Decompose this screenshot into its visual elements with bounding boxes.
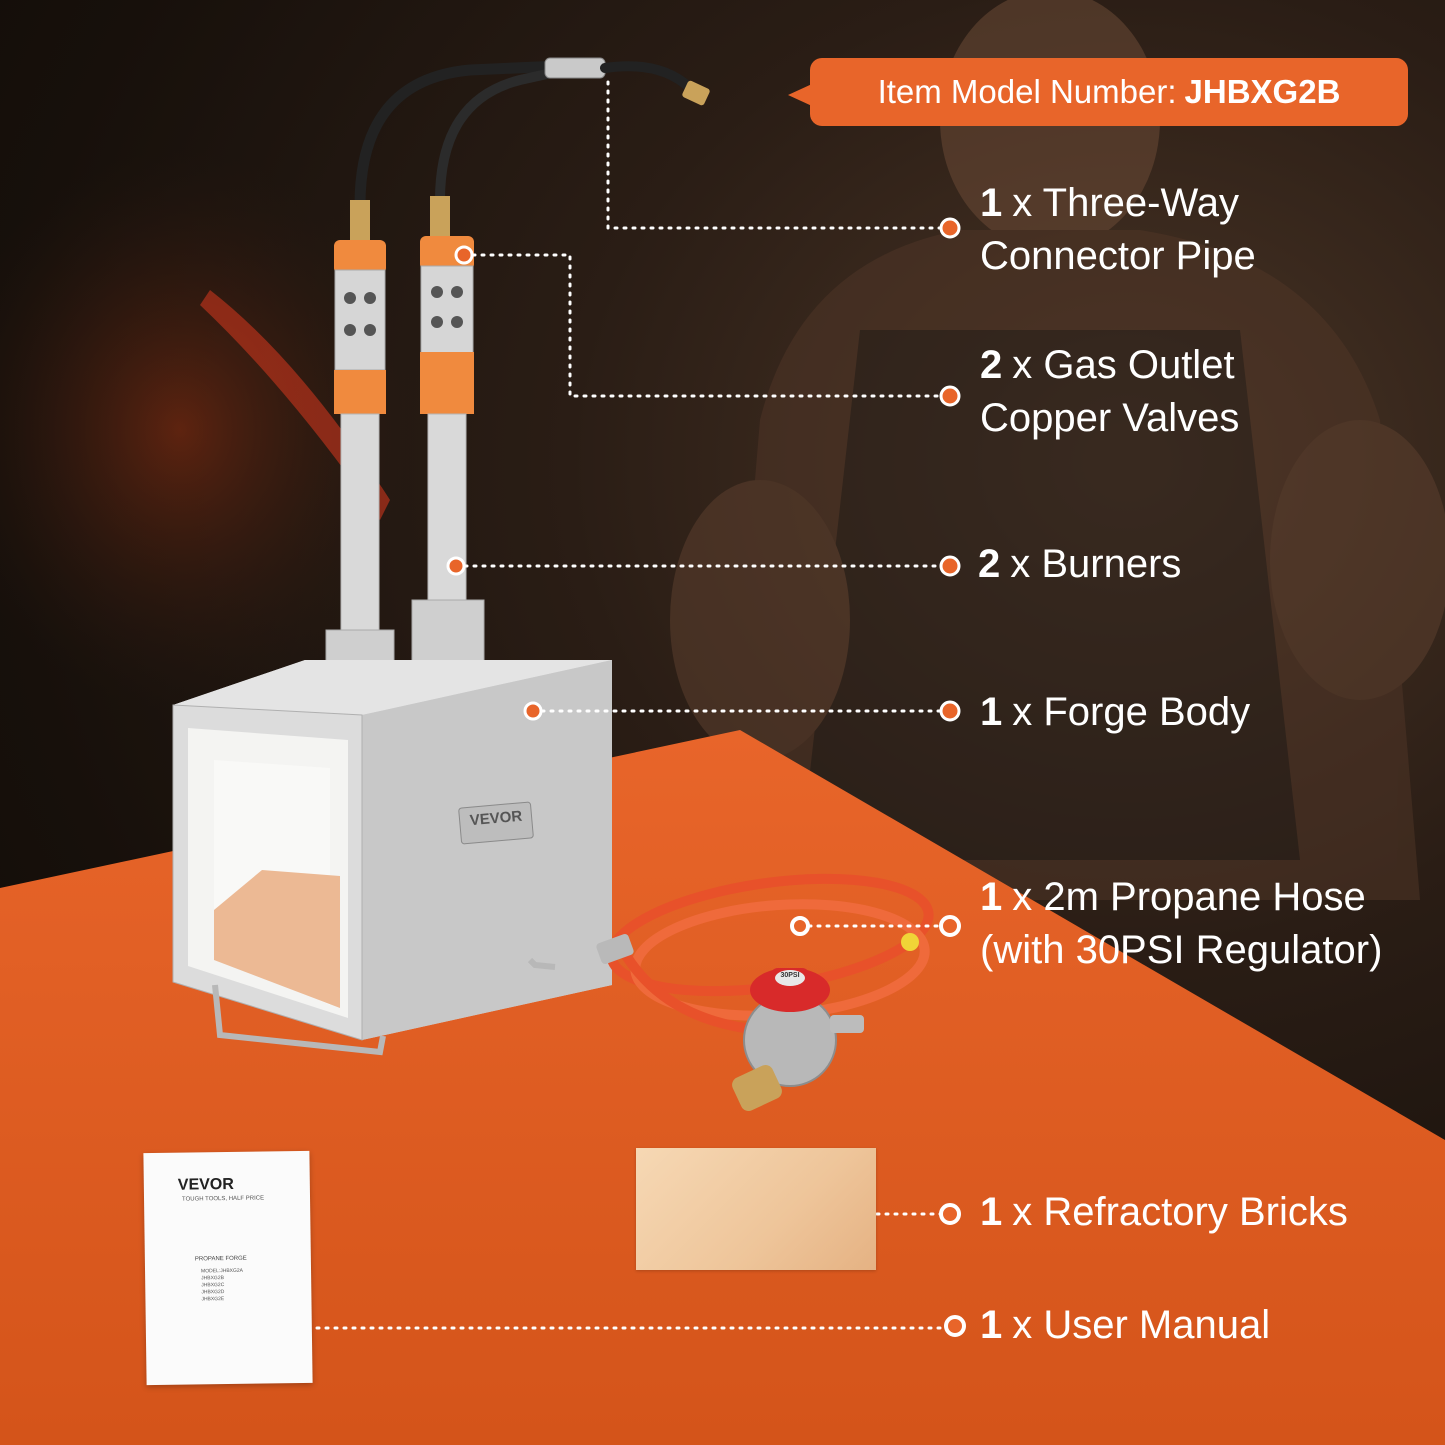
item-text: x Gas Outlet	[1012, 343, 1235, 387]
item-text: x Burners	[1010, 542, 1182, 586]
item-text-line2: Copper Valves	[980, 396, 1240, 440]
qty: 2	[978, 542, 1001, 586]
qty: 1	[980, 1303, 1003, 1347]
manual-model-item: JHBXG2E	[201, 1296, 225, 1303]
regulator	[732, 968, 864, 1111]
model-number-label: Item Model Number:	[877, 73, 1177, 110]
item-text: x 2m Propane Hose	[1012, 875, 1366, 919]
item-text: x Three-Way	[1012, 181, 1239, 225]
regulator-badge: 30PSI	[775, 972, 805, 979]
forge-body	[172, 660, 612, 1056]
qty: 2	[980, 343, 1003, 387]
three-way-connector-pipe	[350, 57, 710, 240]
model-number-banner: Item Model Number: JHBXG2B	[788, 58, 1408, 126]
item-text: x Refractory Bricks	[1012, 1190, 1348, 1234]
item-text-line2: (with 30PSI Regulator)	[980, 928, 1383, 972]
burner-left	[325, 240, 395, 711]
qty: 1	[980, 181, 1003, 225]
user-manual-booklet: VEVOR TOUGH TOOLS, HALF PRICE PROPANE FO…	[143, 1150, 313, 1386]
qty: 1	[980, 1190, 1003, 1234]
manual-model-list: MODEL:JHBXG2A JHBXG2B JHBXG2C JHBXG2D JH…	[201, 1268, 243, 1304]
refractory-brick	[636, 1148, 876, 1270]
item-text: x Forge Body	[1012, 690, 1251, 734]
qty: 1	[980, 690, 1003, 734]
qty: 1	[980, 875, 1003, 919]
manual-tagline: TOUGH TOOLS, HALF PRICE	[181, 1195, 265, 1203]
manual-title: PROPANE FORGE	[194, 1255, 247, 1263]
item-text: x User Manual	[1012, 1303, 1271, 1347]
blacksmith-silhouette	[670, 0, 1445, 900]
manual-brand: VEVOR	[177, 1175, 234, 1194]
item-text-line2: Connector Pipe	[980, 234, 1256, 278]
regulator-badge-text: 30PSI	[780, 972, 800, 979]
model-number-value: JHBXG2B	[1184, 73, 1341, 110]
